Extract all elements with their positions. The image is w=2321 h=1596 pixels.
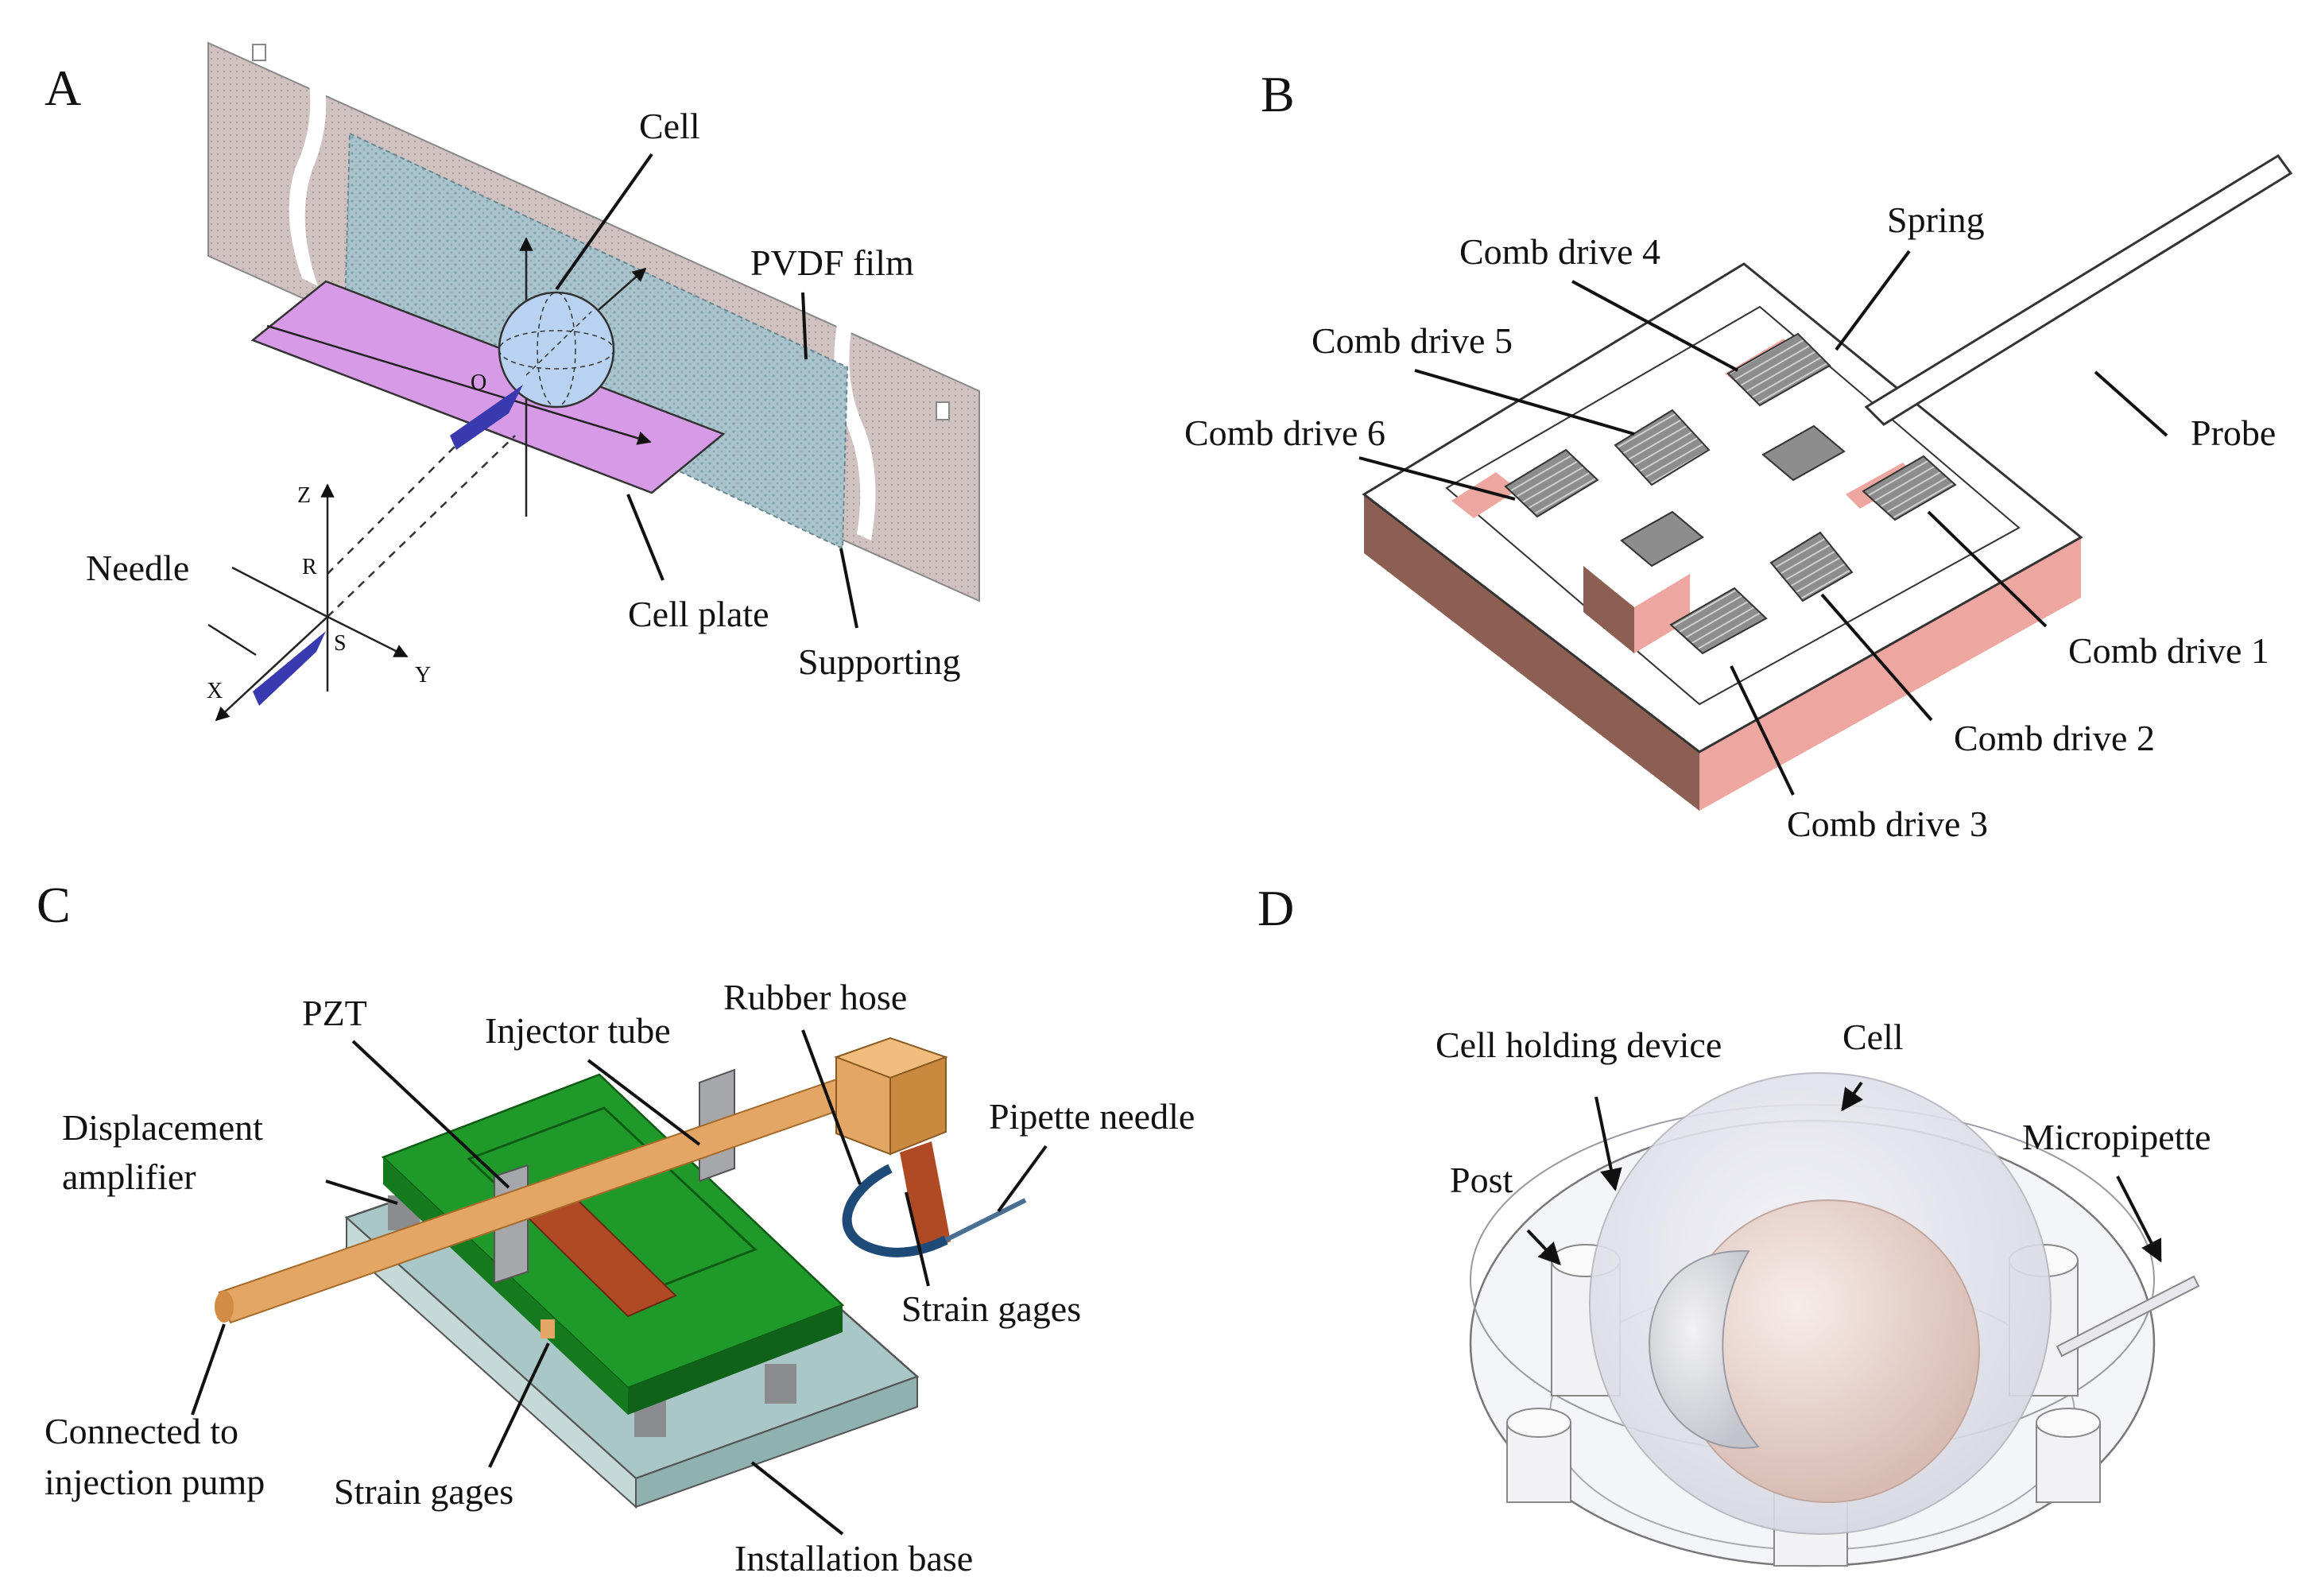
label-connected-1: Connected to — [45, 1411, 238, 1451]
leader-supporting — [839, 548, 858, 629]
leader-pvdf-film — [801, 292, 808, 360]
label-comb-drive-3: Comb drive 3 — [1787, 804, 1988, 844]
pipette-needle — [944, 1198, 1027, 1242]
leader-post — [1526, 1229, 1561, 1266]
foot — [765, 1364, 796, 1404]
needle-a-upper — [450, 385, 523, 450]
leader-pzt — [351, 1040, 510, 1189]
axis-s-label: S — [334, 631, 347, 656]
label-comb-drive-2: Comb drive 2 — [1954, 718, 2155, 758]
leader-cell-holding-device — [1594, 1096, 1622, 1191]
label-probe: Probe — [2191, 413, 2276, 453]
leader-strain-gages-right — [905, 1191, 930, 1287]
leader-spring — [1835, 250, 1911, 351]
label-cell-a: Cell — [639, 106, 700, 146]
leader-displacement-amplifier — [325, 1180, 398, 1205]
axis-y-label: Y — [415, 663, 431, 688]
panel-c-letter: C — [37, 877, 71, 933]
pipette-holder-cube — [834, 1036, 951, 1253]
label-pvdf-film: PVDF film — [750, 242, 914, 283]
label-comb-drive-6: Comb drive 6 — [1184, 413, 1385, 453]
axis-r-label: R — [302, 555, 317, 579]
post — [2036, 1408, 2101, 1503]
label-pzt: PZT — [302, 993, 367, 1033]
label-displacement-amplifier-2: amplifier — [62, 1156, 196, 1197]
panel-a: A — [45, 41, 980, 722]
label-cell-plate: Cell plate — [628, 594, 769, 634]
leader-comb-drive-4 — [1571, 280, 1738, 372]
cell-sphere — [498, 291, 615, 409]
comb-drive-4 — [1726, 332, 1831, 407]
comb-drive-6 — [1504, 448, 1599, 518]
label-comb-drive-5: Comb drive 5 — [1312, 320, 1513, 361]
label-strain-gages-right: Strain gages — [901, 1288, 1081, 1329]
panel-a-letter: A — [45, 60, 81, 116]
label-rubber-hose: Rubber hose — [723, 977, 907, 1017]
label-spring: Spring — [1887, 200, 1985, 240]
leader-cell-a — [555, 153, 653, 291]
label-supporting: Supporting — [798, 641, 960, 682]
panel-d: D — [1257, 880, 2211, 1567]
leader-installation-base — [750, 1461, 844, 1536]
cell-nucleus — [1649, 1249, 1760, 1449]
comb-drive-5 — [1614, 409, 1711, 486]
panel-b: B Comb drive 4 Spring — [1184, 66, 2293, 844]
panel-b-letter: B — [1261, 66, 1295, 122]
label-comb-drive-1: Comb drive 1 — [2068, 630, 2269, 671]
label-micropipette: Micropipette — [2022, 1117, 2211, 1157]
tube-end — [215, 1291, 234, 1323]
axis-z-label: Z — [297, 483, 311, 508]
comb-drive-2 — [1769, 531, 1854, 602]
coordinate-axes — [207, 483, 409, 722]
leader-comb-drive-2 — [1820, 593, 1933, 722]
label-strain-gages-bottom: Strain gages — [334, 1471, 513, 1512]
leader-cell-plate — [626, 494, 665, 581]
leader-connected — [191, 1323, 226, 1416]
label-needle: Needle — [86, 548, 189, 588]
panel-c: C — [37, 877, 1195, 1579]
label-pipette-needle: Pipette needle — [989, 1096, 1195, 1137]
post — [1506, 1408, 1571, 1503]
label-cell-d: Cell — [1842, 1017, 1904, 1057]
label-cell-holding-device: Cell holding device — [1436, 1025, 1722, 1065]
leader-pipette-needle — [997, 1145, 1048, 1213]
label-injector-tube: Injector tube — [485, 1010, 671, 1051]
micropipette — [2056, 1275, 2200, 1358]
leader-comb-drive-1 — [1927, 510, 2048, 628]
axis-x-label: X — [207, 679, 223, 703]
leader-comb-drive-5 — [1414, 369, 1635, 436]
leader-cell-d — [1841, 1081, 1863, 1112]
comb-drive-1 — [1862, 455, 1957, 521]
comb-drive-3 — [1669, 587, 1768, 655]
center-pads — [1620, 424, 1846, 568]
leader-probe — [2094, 370, 2168, 437]
panel-d-letter: D — [1257, 880, 1294, 936]
label-comb-drive-4: Comb drive 4 — [1459, 231, 1660, 272]
label-displacement-amplifier-1: Displacement — [62, 1107, 263, 1148]
needle-a-lower — [253, 631, 326, 706]
leader-rubber-hose — [801, 1029, 862, 1185]
probe — [1864, 153, 2293, 426]
label-installation-base: Installation base — [734, 1538, 973, 1579]
leader-strain-gages-bottom — [488, 1342, 550, 1468]
leader-micropipette — [2116, 1176, 2162, 1263]
leader-comb-drive-6 — [1358, 456, 1516, 501]
rubber-hose — [842, 1164, 948, 1257]
strain-gage-marker — [541, 1319, 555, 1338]
leader-comb-drive-3 — [1730, 665, 1795, 796]
label-connected-2: injection pump — [45, 1462, 265, 1502]
label-post: Post — [1450, 1160, 1513, 1200]
origin-o-label: O — [471, 370, 486, 395]
leader-injector-tube — [587, 1059, 701, 1146]
